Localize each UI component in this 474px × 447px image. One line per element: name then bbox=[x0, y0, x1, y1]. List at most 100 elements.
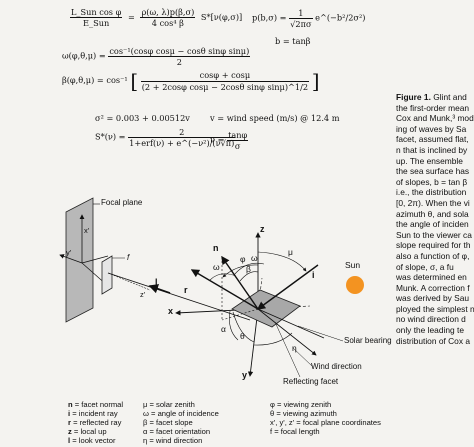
label-focal-plane: Focal plane bbox=[101, 198, 143, 207]
phi-arc bbox=[222, 264, 259, 278]
reflected-ray-line bbox=[190, 269, 259, 310]
caption-line-text: Sun to the viewer ca bbox=[396, 229, 472, 240]
caption-line: slope required for th bbox=[396, 240, 474, 251]
label-incident-ray-i: i bbox=[312, 270, 315, 280]
caption-line-text: n that is inclined by bbox=[396, 144, 468, 155]
caption-line: the angle of inciden bbox=[396, 219, 474, 230]
mu-arc bbox=[257, 251, 307, 272]
legend-description: = incident ray bbox=[70, 409, 118, 419]
reflecting-facet-pointer bbox=[274, 321, 301, 378]
caption-line-text: of slopes, b = tan β bbox=[396, 176, 468, 187]
sun-circle bbox=[346, 276, 364, 294]
caption-line-text: Glint and bbox=[430, 92, 467, 102]
caption-line-text: Munk. A correction f bbox=[396, 282, 470, 293]
eq4-numerator: cos⁻¹(cosφ cosμ − cosθ sinφ sinμ) bbox=[108, 46, 251, 58]
eq7-right-lhs: ν = bbox=[210, 134, 225, 145]
label-f: f bbox=[127, 253, 130, 262]
legend-description: = facet normal bbox=[72, 400, 124, 409]
facet-normal-line bbox=[221, 255, 259, 310]
focal-plane-shape bbox=[65, 197, 94, 323]
caption-line-text: no wind direction d bbox=[396, 314, 466, 325]
caption-line-text: azimuth θ, and sola bbox=[396, 208, 469, 219]
caption-line: the first-order mean bbox=[396, 103, 474, 114]
equation-wind-speed: v = wind speed (m/s) @ 12.4 m bbox=[210, 114, 340, 122]
caption-line: only the leading te bbox=[396, 325, 474, 336]
caption-line-text: the angle of inciden bbox=[396, 219, 469, 230]
eta-arc bbox=[253, 332, 293, 346]
label-sun: Sun bbox=[345, 260, 361, 270]
eq1-lhs-fraction: L_Sun cos φ E_Sun bbox=[70, 8, 123, 27]
caption-line: Cox and Munk,³ mod bbox=[396, 113, 474, 124]
eq7-right-numerator: tanφ bbox=[227, 130, 249, 142]
caption-line-text: ployed the simplest n bbox=[396, 303, 474, 314]
label-wind-direction: Wind direction bbox=[311, 362, 362, 371]
caption-figure-label: Figure 1. bbox=[396, 92, 431, 102]
eq1-tail: S*[ν(φ,σ)] bbox=[200, 11, 243, 22]
eq4-denominator: 2 bbox=[176, 57, 182, 68]
legend-symbol: r bbox=[68, 418, 71, 428]
caption-line: was derived by Sau bbox=[396, 293, 474, 304]
caption-line: no wind direction d bbox=[396, 314, 474, 325]
caption-line: distribution of Cox a bbox=[396, 336, 474, 347]
caption-line-text: slope required for th bbox=[396, 240, 471, 251]
legend-item: f = focal length bbox=[270, 427, 320, 437]
label-mu: μ bbox=[288, 247, 293, 257]
eq1-rhs-numerator: ρ(ω, λ)p(β,σ) bbox=[140, 7, 196, 19]
equation-s-star: S*(ν) = 2 1+erf(ν) + e^(−ν²)/(ν√π) bbox=[95, 128, 236, 149]
equation-beta: β(φ,θ,μ) = cos⁻¹ [ cosφ + cosμ (2 + 2cos… bbox=[62, 69, 320, 93]
eq5-lhs: β(φ,θ,μ) = cos⁻¹ bbox=[62, 75, 128, 85]
eq7-fraction: 2 1+erf(ν) + e^(−ν²)/(ν√π) bbox=[128, 128, 236, 149]
label-omega-left: ω bbox=[213, 262, 220, 272]
ray-to-lens-1 bbox=[81, 255, 109, 264]
label-x-axis: x bbox=[168, 306, 174, 316]
legend-symbol: z bbox=[68, 427, 72, 437]
legend-item: φ = viewing zenith bbox=[270, 400, 332, 409]
eq4-lhs: ω(φ,θ,μ) = bbox=[62, 50, 106, 61]
eq5-numerator: cosφ + cosμ bbox=[140, 71, 310, 82]
eq2-tail: e^(−b²/2σ²) bbox=[315, 12, 366, 23]
label-look-vector-l: l bbox=[155, 277, 158, 287]
caption-line: ing of waves by Sa bbox=[396, 124, 474, 135]
caption-line-text: only the leading te bbox=[396, 325, 464, 336]
eq7-denominator: 1+erf(ν) + e^(−ν²)/(ν√π) bbox=[129, 138, 235, 149]
legend-symbol: i bbox=[68, 409, 71, 419]
caption-line: ployed the simplest n bbox=[396, 304, 474, 315]
label-reflected-ray-r: r bbox=[184, 285, 188, 295]
label-normal-n: n bbox=[213, 243, 219, 253]
eq7-right-fraction: tanφ σ bbox=[227, 130, 249, 150]
caption-line: was determined en bbox=[396, 272, 474, 283]
label-reflecting-facet: Reflecting facet bbox=[283, 377, 339, 386]
wind-direction-pointer bbox=[292, 347, 313, 367]
eq6-text: σ² = 0.003 + 0.00512v bbox=[95, 113, 190, 123]
caption-line: of slope, σ, a fu bbox=[396, 262, 474, 273]
eq2-numerator: 1 bbox=[289, 9, 313, 20]
eq2-lhs: p(b,σ) = bbox=[252, 12, 287, 23]
caption-line: n that is inclined by bbox=[396, 145, 474, 156]
label-phi: φ bbox=[240, 254, 246, 264]
omega-arc-1 bbox=[209, 273, 237, 281]
label-solar-bearing: Solar bearing bbox=[344, 336, 392, 345]
solar-bearing-line bbox=[257, 308, 325, 339]
solar-bearing-pointer bbox=[297, 325, 344, 342]
alpha-arc bbox=[229, 310, 239, 341]
caption-line: [0, 2π). When the vi bbox=[396, 198, 474, 209]
legend-item: l = look vector bbox=[68, 436, 123, 445]
look-vector-line bbox=[107, 272, 251, 321]
legend-symbol: l bbox=[68, 436, 71, 446]
caption-line-text: of slope, σ, a fu bbox=[396, 261, 454, 272]
caption-line-text: i.e., the distribution bbox=[396, 187, 467, 198]
caption-line: Sun to the viewer ca bbox=[396, 230, 474, 241]
look-vector-arrow bbox=[148, 284, 171, 294]
beta-arc bbox=[239, 271, 259, 282]
legend-symbol: n bbox=[68, 400, 73, 409]
caption-line-text: was derived by Sau bbox=[396, 293, 470, 304]
omega-arc-2 bbox=[233, 262, 265, 276]
caption-line: facet, assumed flat, bbox=[396, 134, 474, 145]
equation-slope-pdf: p(b,σ) = 1 √2πσ e^(−b²/2σ²) bbox=[252, 9, 366, 29]
label-alpha: α bbox=[221, 324, 226, 334]
caption-line-text: facet, assumed flat, bbox=[396, 134, 469, 145]
